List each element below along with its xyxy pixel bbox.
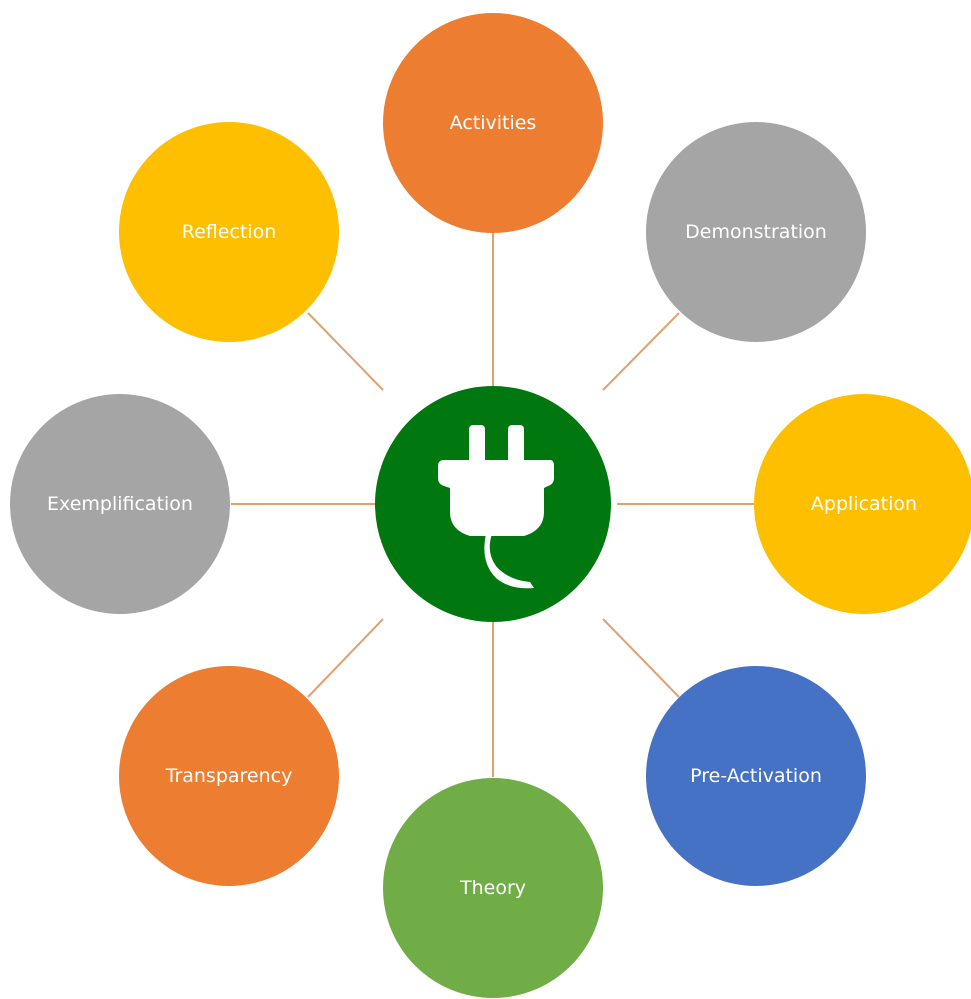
node-transparency-label: Transparency (165, 765, 293, 787)
node-transparency-circle (119, 666, 339, 886)
node-exemplification-circle (10, 394, 230, 614)
connector-transparency (307, 618, 384, 698)
node-transparency: Transparency (119, 666, 339, 886)
node-reflection-label: Reflection (182, 221, 277, 243)
node-demonstration-label: Demonstration (685, 221, 827, 243)
connector-reflection (307, 312, 384, 391)
node-exemplification: Exemplification (10, 394, 230, 614)
node-application-circle (754, 394, 971, 614)
connector-demonstration (602, 312, 680, 391)
node-activities-label: Activities (450, 112, 537, 134)
node-reflection: Reflection (119, 122, 339, 342)
node-activities: Activities (383, 13, 603, 233)
center-hub (375, 386, 611, 622)
connectors (231, 233, 762, 777)
node-reflection-circle (119, 122, 339, 342)
node-demonstration: Demonstration (646, 122, 866, 342)
node-exemplification-label: Exemplification (47, 493, 193, 515)
node-theory-circle (383, 778, 603, 998)
node-application: Application (754, 394, 971, 614)
node-pre-activation-circle (646, 666, 866, 886)
connector-pre-activation (602, 618, 680, 698)
node-activities-circle (383, 13, 603, 233)
node-pre-activation: Pre-Activation (646, 666, 866, 886)
node-demonstration-circle (646, 122, 866, 342)
power-plug-icon (438, 425, 554, 589)
node-pre-activation-label: Pre-Activation (690, 765, 822, 787)
node-theory: Theory (383, 778, 603, 998)
node-application-label: Application (811, 493, 917, 515)
node-theory-label: Theory (459, 877, 526, 899)
